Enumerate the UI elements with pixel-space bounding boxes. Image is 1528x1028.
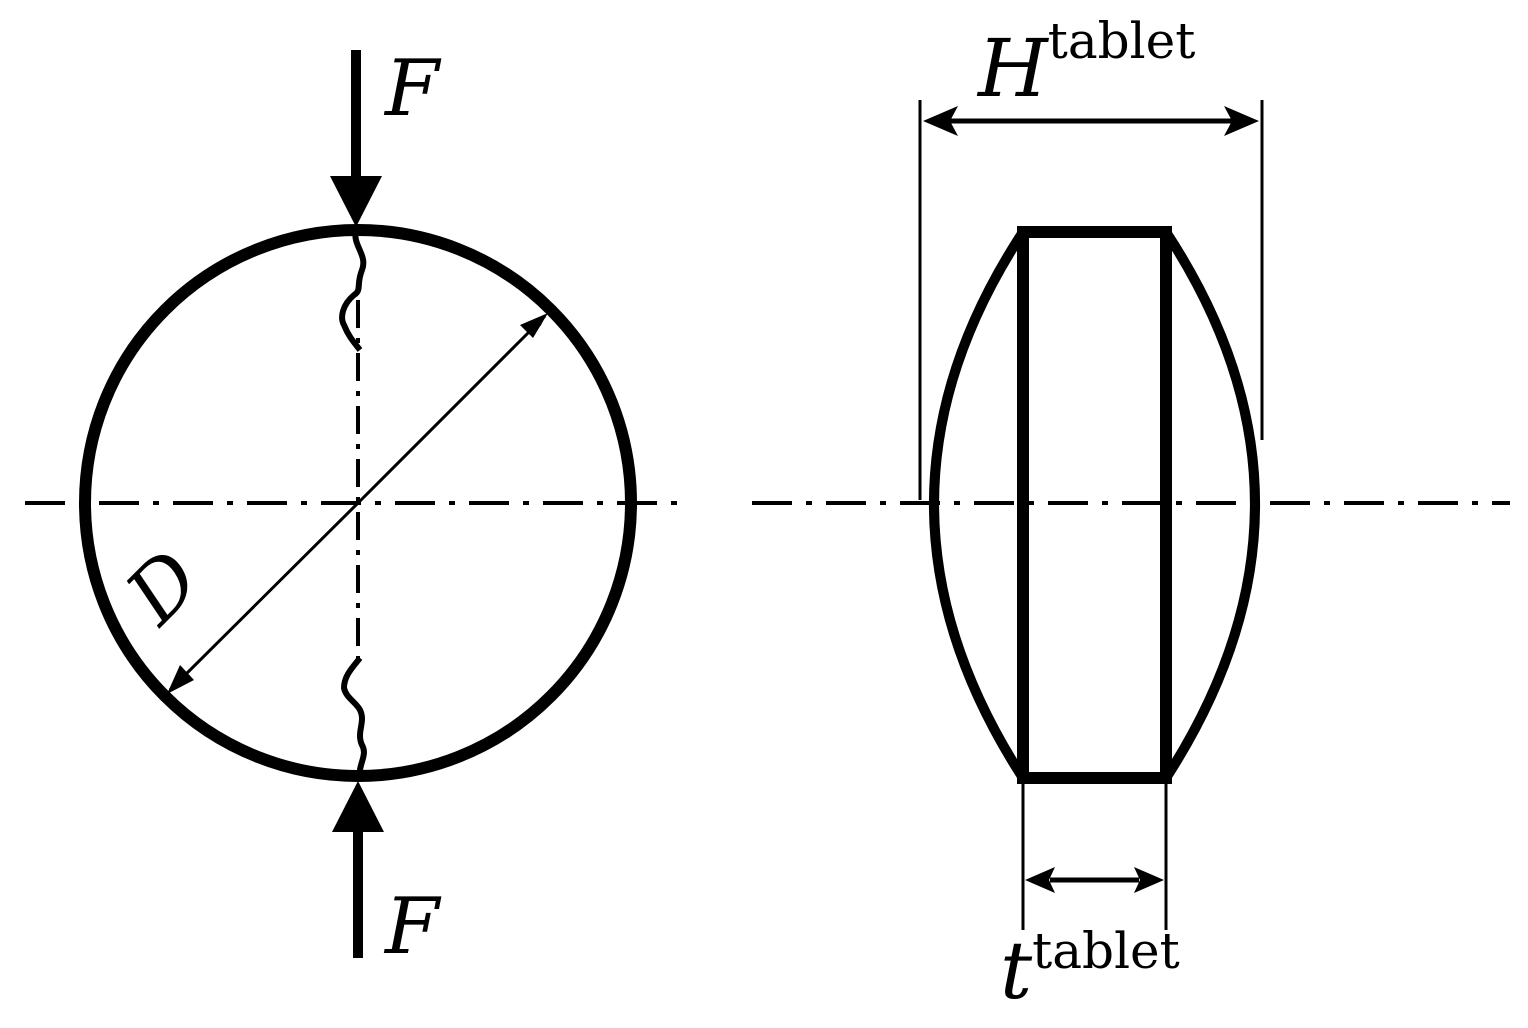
tablet-side-view xyxy=(929,226,1260,784)
height-label: Htablet xyxy=(976,12,1195,115)
thickness-superscript: tablet xyxy=(1032,922,1180,980)
crack-top xyxy=(339,229,367,352)
height-arrowhead-right xyxy=(1224,106,1259,136)
height-arrowhead-left xyxy=(923,106,958,136)
crack-bottom xyxy=(341,656,367,777)
thickness-dimension xyxy=(1021,778,1168,930)
height-dimension xyxy=(918,100,1264,500)
diameter-dimension xyxy=(167,313,548,694)
right-dome-arc xyxy=(1161,229,1260,781)
left-dome-arc xyxy=(929,229,1028,781)
height-symbol: H xyxy=(976,22,1050,115)
thickness-symbol: t xyxy=(1000,924,1033,1017)
diameter-label: D xyxy=(108,534,217,643)
force-arrow-bottom xyxy=(332,781,384,958)
diameter-arrowhead-top xyxy=(520,313,548,338)
thickness-label: ttablet xyxy=(1000,922,1180,1017)
tablet-band xyxy=(1017,226,1172,784)
force-label-top: F xyxy=(383,44,442,134)
force-label-bottom: F xyxy=(383,882,442,972)
force-arrow-top xyxy=(330,50,382,227)
diameter-arrowhead-bottom xyxy=(167,665,194,694)
height-superscript: tablet xyxy=(1048,12,1196,70)
thickness-arrowhead-left xyxy=(1025,867,1055,893)
thickness-arrowhead-right xyxy=(1134,867,1164,893)
